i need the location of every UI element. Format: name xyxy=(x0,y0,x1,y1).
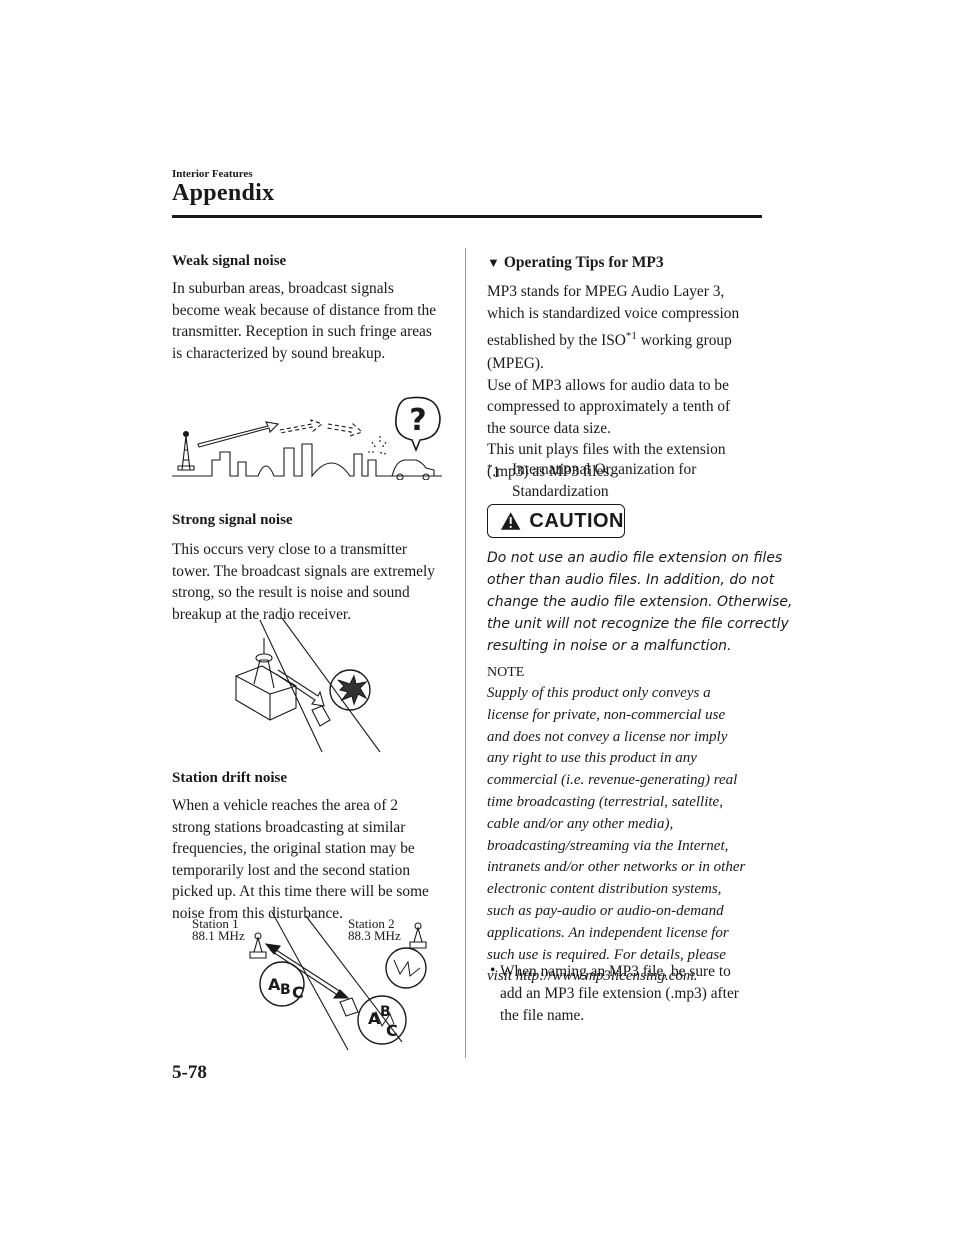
column-divider xyxy=(465,248,466,1058)
caution-text: Do not use an audio file extension on fi… xyxy=(487,550,793,654)
mp3-tips-text: MP3 stands for MPEG Audio Layer 3, which… xyxy=(487,283,740,480)
station-2-label: Station 2 88.3 MHz xyxy=(348,916,401,943)
svg-text:C: C xyxy=(292,983,304,1002)
svg-text:A: A xyxy=(368,1009,381,1028)
strong-signal-illustration xyxy=(235,617,381,753)
svg-text:?: ? xyxy=(409,403,426,438)
note-text: Supply of this product only conveys a li… xyxy=(487,685,746,985)
weak-signal-heading: Weak signal noise xyxy=(172,253,287,269)
svg-text:C: C xyxy=(386,1021,398,1040)
svg-text:A: A xyxy=(268,975,281,994)
footnote-marker: *1 xyxy=(487,462,501,482)
station-drift-illustration: A B C A B C xyxy=(249,912,427,1051)
note-heading: NOTE xyxy=(487,665,525,680)
bullet-text: When naming an MP3 file, be sure to add … xyxy=(500,963,739,1024)
caution-label: CAUTION xyxy=(529,509,624,532)
page-number: 5-78 xyxy=(172,1062,207,1083)
station-drift-text: When a vehicle reaches the area of 2 str… xyxy=(172,797,429,922)
mp3-tips-heading: ▼Operating Tips for MP3 xyxy=(487,254,664,271)
svg-text:B: B xyxy=(280,982,291,998)
station-1-label: Station 1 88.1 MHz xyxy=(192,916,245,943)
chapter-title: Appendix xyxy=(172,180,275,206)
header-rule xyxy=(172,215,762,218)
bullet-marker: • xyxy=(490,962,496,979)
station-drift-heading: Station drift noise xyxy=(172,770,288,786)
svg-text:B: B xyxy=(380,1004,391,1020)
warning-icon xyxy=(500,512,521,530)
footnote-text: International Organization for Standardi… xyxy=(512,461,697,500)
strong-signal-heading: Strong signal noise xyxy=(172,512,293,528)
weak-signal-illustration: ? xyxy=(172,396,442,480)
section-marker-icon: ▼ xyxy=(487,255,500,270)
strong-signal-text: This occurs very close to a transmitter … xyxy=(172,541,435,623)
weak-signal-text: In suburban areas, broadcast signals bec… xyxy=(172,280,437,362)
section-label: Interior Features xyxy=(172,168,253,180)
caution-label-box: CAUTION xyxy=(487,504,625,538)
